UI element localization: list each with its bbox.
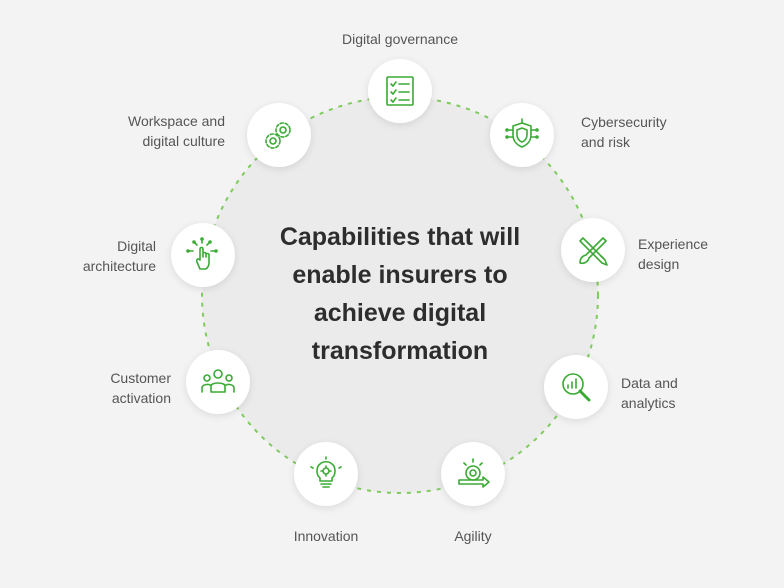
center-title: Capabilities that will enable insurers t… [250, 218, 550, 370]
node-digital-architecture [171, 223, 235, 287]
label-workspace-culture: Workspace and digital culture [127, 113, 225, 149]
shield-circuit-icon [505, 118, 539, 148]
lightbulb-gear-icon [310, 456, 342, 488]
node-innovation [294, 442, 358, 506]
title-line: Capabilities that will [279, 223, 521, 251]
spiral-arrow-icon [458, 458, 490, 488]
label-agility: Agility [454, 528, 492, 544]
hand-tap-icon [186, 237, 218, 270]
node-cybersecurity [490, 103, 554, 167]
node-agility [441, 442, 505, 506]
checklist-icon [386, 76, 414, 106]
label-data-analytics: Data and analytics [621, 375, 678, 411]
label-innovation: Innovation [293, 528, 359, 544]
title-line: achieve digital [313, 299, 487, 327]
node-customer-activation [186, 350, 250, 414]
ring-fill [202, 97, 598, 493]
label-experience-design: Experience design [638, 236, 709, 272]
node-workspace-culture [247, 103, 311, 167]
label-cybersecurity: Cybersecurity and risk [581, 114, 667, 150]
node-experience-design [561, 218, 625, 282]
label-digital-architecture: Digital architecture [82, 238, 156, 274]
label-customer-activation: Customer activation [110, 370, 171, 406]
title-line: transformation [311, 337, 489, 365]
magnifier-chart-icon [562, 373, 591, 402]
gears-icon [265, 122, 291, 149]
node-data-analytics [544, 355, 608, 419]
pencil-brush-icon [579, 237, 608, 266]
group-people-icon [201, 369, 235, 393]
label-digital-governance: Digital governance [342, 31, 458, 47]
title-line: enable insurers to [292, 261, 508, 289]
node-digital-governance [368, 59, 432, 123]
